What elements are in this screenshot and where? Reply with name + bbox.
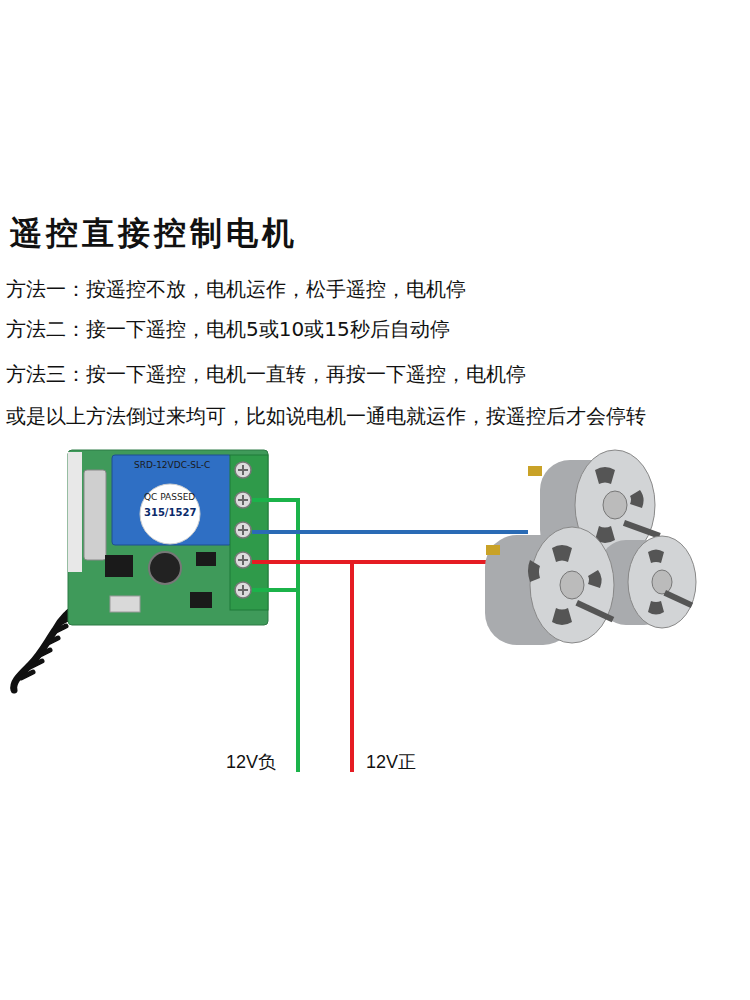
ic-chip [105,555,133,577]
wires [252,500,528,772]
terminal-screws [235,462,251,598]
relay-sticker [140,484,200,544]
crystal [84,470,106,560]
dc-motors [485,450,696,645]
relay-box [112,455,232,545]
voltage-label: 12V正 [366,750,416,774]
method-note: 方法二：接一下遥控，电机5或10或15秒后自动停 [6,316,450,343]
push-button [110,596,140,612]
method-note: 方法一：按遥控不放，电机运作，松手遥控，电机停 [6,276,466,303]
pin-header [68,452,82,572]
diagram-title: 遥控直接控制电机 [10,212,298,256]
method-note: 或是以上方法倒过来均可，比如说电机一通电就运作，按遥控后才会停转 [6,403,646,430]
inductor [149,552,181,584]
regulator [190,592,212,608]
relay-model: SRD-12VDC-SL-C [134,460,210,470]
method-note: 方法三：按一下遥控，电机一直转，再按一下遥控，电机停 [6,361,526,388]
pcb-board [68,450,268,625]
transistor [196,552,216,566]
voltage-label: 12V负 [226,750,276,774]
frequency-label: 315/1527 [144,507,196,518]
relay-mark: QC PASSED [144,492,195,502]
